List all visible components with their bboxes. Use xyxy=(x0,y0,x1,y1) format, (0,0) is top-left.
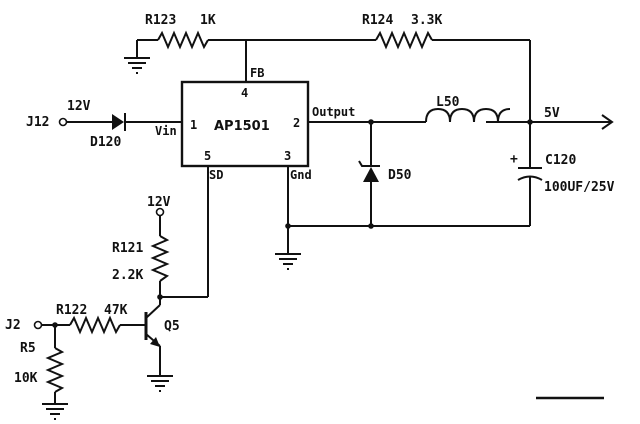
pin2-number: 2 xyxy=(293,116,300,130)
r124-value: 3.3K xyxy=(411,13,442,28)
pin1-number: 1 xyxy=(190,118,197,132)
pin5-name: SD xyxy=(209,168,223,182)
r122-resistor xyxy=(69,315,121,335)
pin3-name: Gnd xyxy=(290,168,312,182)
pin1-name: Vin xyxy=(155,124,177,138)
j2-terminal xyxy=(33,320,43,330)
r5-value: 10K xyxy=(14,371,38,386)
d120-diode xyxy=(112,114,124,130)
pin3-number: 3 xyxy=(284,149,291,163)
r5-resistor xyxy=(45,347,65,393)
j2-label: J2 xyxy=(5,318,21,333)
r122-value: 47K xyxy=(104,303,128,318)
r5-ref: R5 xyxy=(20,341,36,356)
output-voltage: 5V xyxy=(544,106,560,121)
r123-ref: R123 xyxy=(145,13,176,28)
r123-ground xyxy=(124,40,150,74)
r122-ref: R122 xyxy=(56,303,87,318)
j12-terminal xyxy=(58,117,68,127)
node-d50-ground xyxy=(368,223,374,229)
pin4-name: FB xyxy=(250,66,264,80)
r121-resistor xyxy=(150,235,170,282)
d50-diode xyxy=(363,167,379,182)
r124-resistor xyxy=(375,30,433,50)
d120-ref: D120 xyxy=(90,135,121,150)
q5-ground-symbol xyxy=(147,375,173,392)
input-voltage: 12V xyxy=(67,99,91,114)
pin5-number: 5 xyxy=(204,149,211,163)
pin2-name: Output xyxy=(312,105,355,119)
ic-name: AP1501 xyxy=(214,119,270,134)
q5-collector xyxy=(145,304,161,319)
r124-ref: R124 xyxy=(362,13,393,28)
r123-value: 1K xyxy=(200,13,216,28)
output-arrow xyxy=(601,114,614,130)
ap1501-ic xyxy=(180,80,310,168)
ic-ground-symbol xyxy=(275,226,301,270)
c120-value: 100UF/25V xyxy=(544,180,615,195)
c120-plate-bottom xyxy=(517,175,543,181)
r5-ground-symbol xyxy=(42,403,68,420)
c120-ref: C120 xyxy=(545,153,576,168)
l50-inductor xyxy=(425,107,511,123)
q5-emitter-arrow xyxy=(150,337,160,347)
q5-ref: Q5 xyxy=(164,319,180,334)
l50-ref: L50 xyxy=(436,95,460,110)
bias-voltage: 12V xyxy=(147,195,171,210)
r121-ref: R121 xyxy=(112,241,143,256)
r121-value: 2.2K xyxy=(112,268,143,283)
bias-12v-terminal xyxy=(155,207,165,217)
d50-cathode xyxy=(358,160,380,167)
d50-ref: D50 xyxy=(388,168,412,183)
j12-label: J12 xyxy=(26,115,49,130)
r123-resistor xyxy=(157,30,209,50)
c120-polarity: + xyxy=(510,152,518,167)
pin4-number: 4 xyxy=(241,86,248,100)
